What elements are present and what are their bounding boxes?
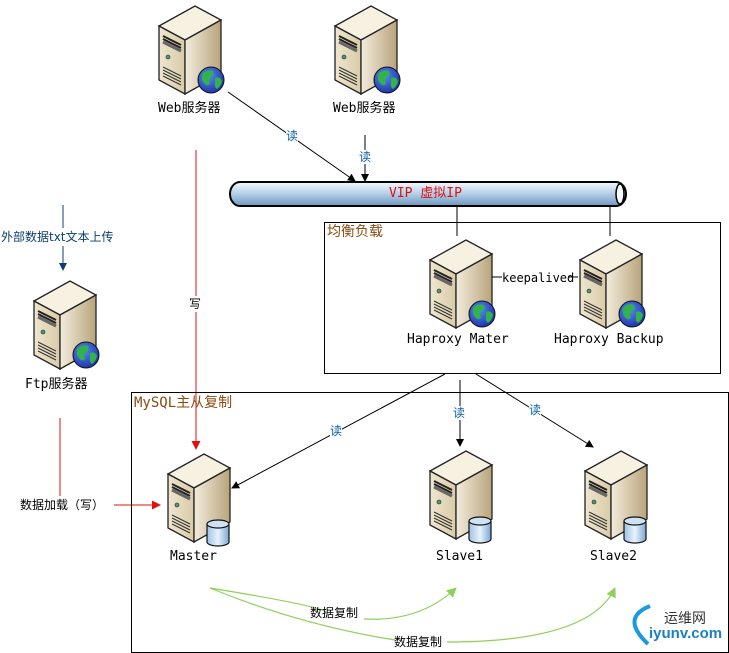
ftp-server-icon (34, 281, 99, 369)
web-server-1-icon (159, 6, 224, 94)
replication-2-label: 数据复制 (394, 635, 443, 649)
web-server-2-label: Web服务器 (333, 101, 396, 116)
haproxy-master-label: Haproxy Mater (407, 332, 509, 347)
replication-2-curve-a (209, 587, 396, 641)
edge-lb-master-label: 读 (330, 424, 343, 438)
data-load-label: 数据加载（写） (20, 498, 105, 512)
replication-1-curve-b (363, 587, 457, 620)
keepalived-label: keepalived (502, 271, 575, 285)
replication-1-label: 数据复制 (310, 606, 359, 620)
vip-label: VIP 虚拟IP (389, 186, 462, 201)
replication-1-curve-a (209, 587, 327, 613)
watermark-en: iyunv.com (649, 625, 723, 642)
web-server-1-label: Web服务器 (158, 101, 221, 116)
master-label: Master (170, 549, 217, 564)
replication-2-curve-b (446, 587, 616, 643)
edge-web2-vip-label: 读 (359, 150, 372, 164)
group-mysql-replication-title: MySQL主从复制 (134, 395, 233, 411)
group-mysql-replication (131, 392, 729, 653)
edge-write-label: 写 (189, 297, 202, 311)
watermark-logo-icon (632, 604, 651, 646)
external-upload-label: 外部数据txt文本上传 (1, 230, 114, 244)
watermark-cn: 运维网 (664, 611, 706, 627)
edge-lb-slave2-label: 读 (529, 403, 542, 417)
web-server-2-icon (335, 6, 400, 94)
vip-pipe (229, 181, 627, 207)
ftp-server-label: Ftp服务器 (25, 377, 88, 392)
group-load-balance-title: 均衡负载 (327, 224, 383, 240)
slave2-label: Slave2 (590, 549, 637, 564)
edge-lb-slave1-label: 读 (453, 406, 466, 420)
slave1-label: Slave1 (436, 549, 483, 564)
group-load-balance (324, 222, 721, 374)
haproxy-backup-label: Haproxy Backup (554, 332, 664, 347)
edge-web1-vip-label: 读 (286, 129, 299, 143)
